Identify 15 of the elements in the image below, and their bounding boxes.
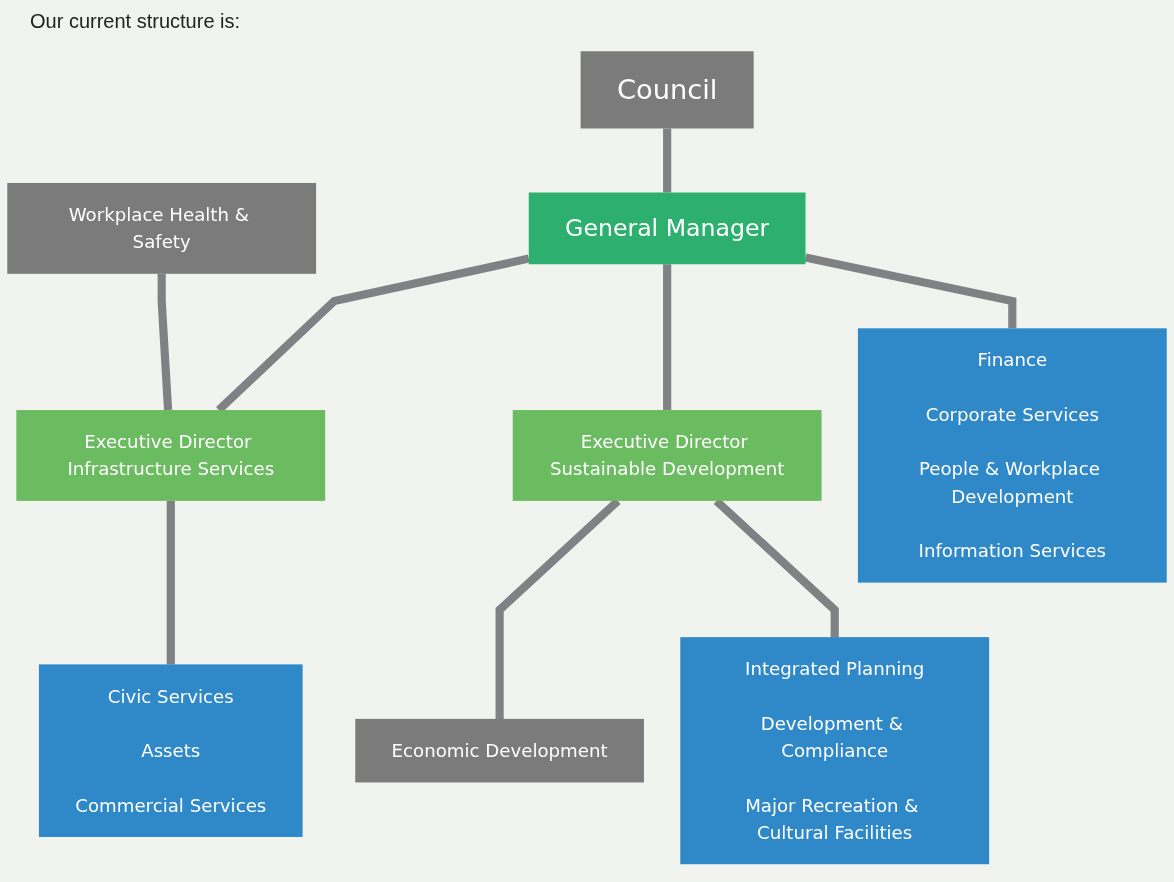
connector (166, 501, 175, 665)
connector (663, 264, 672, 411)
node-box: Executive Director Infrastructure Services (16, 410, 326, 502)
node-box: Workplace Health & Safety (7, 183, 317, 275)
connector (663, 128, 672, 193)
intro-text: Our current structure is: (30, 10, 241, 33)
node-box: General Manager (528, 192, 806, 265)
node-box: Executive Director Sustainable Development (512, 410, 822, 502)
node-box: Economic Development (355, 719, 644, 783)
node-box: Council (580, 51, 754, 129)
node-box: Civic Services Assets Commercial Services (38, 664, 303, 838)
node-box: Finance Corporate Services People & Workplace Development Information Services (857, 328, 1167, 583)
connector (157, 274, 173, 411)
connector (804, 253, 1017, 329)
node-box: Integrated Planning Development & Compliance Major Recreation & Cultural Facilities (680, 637, 990, 865)
